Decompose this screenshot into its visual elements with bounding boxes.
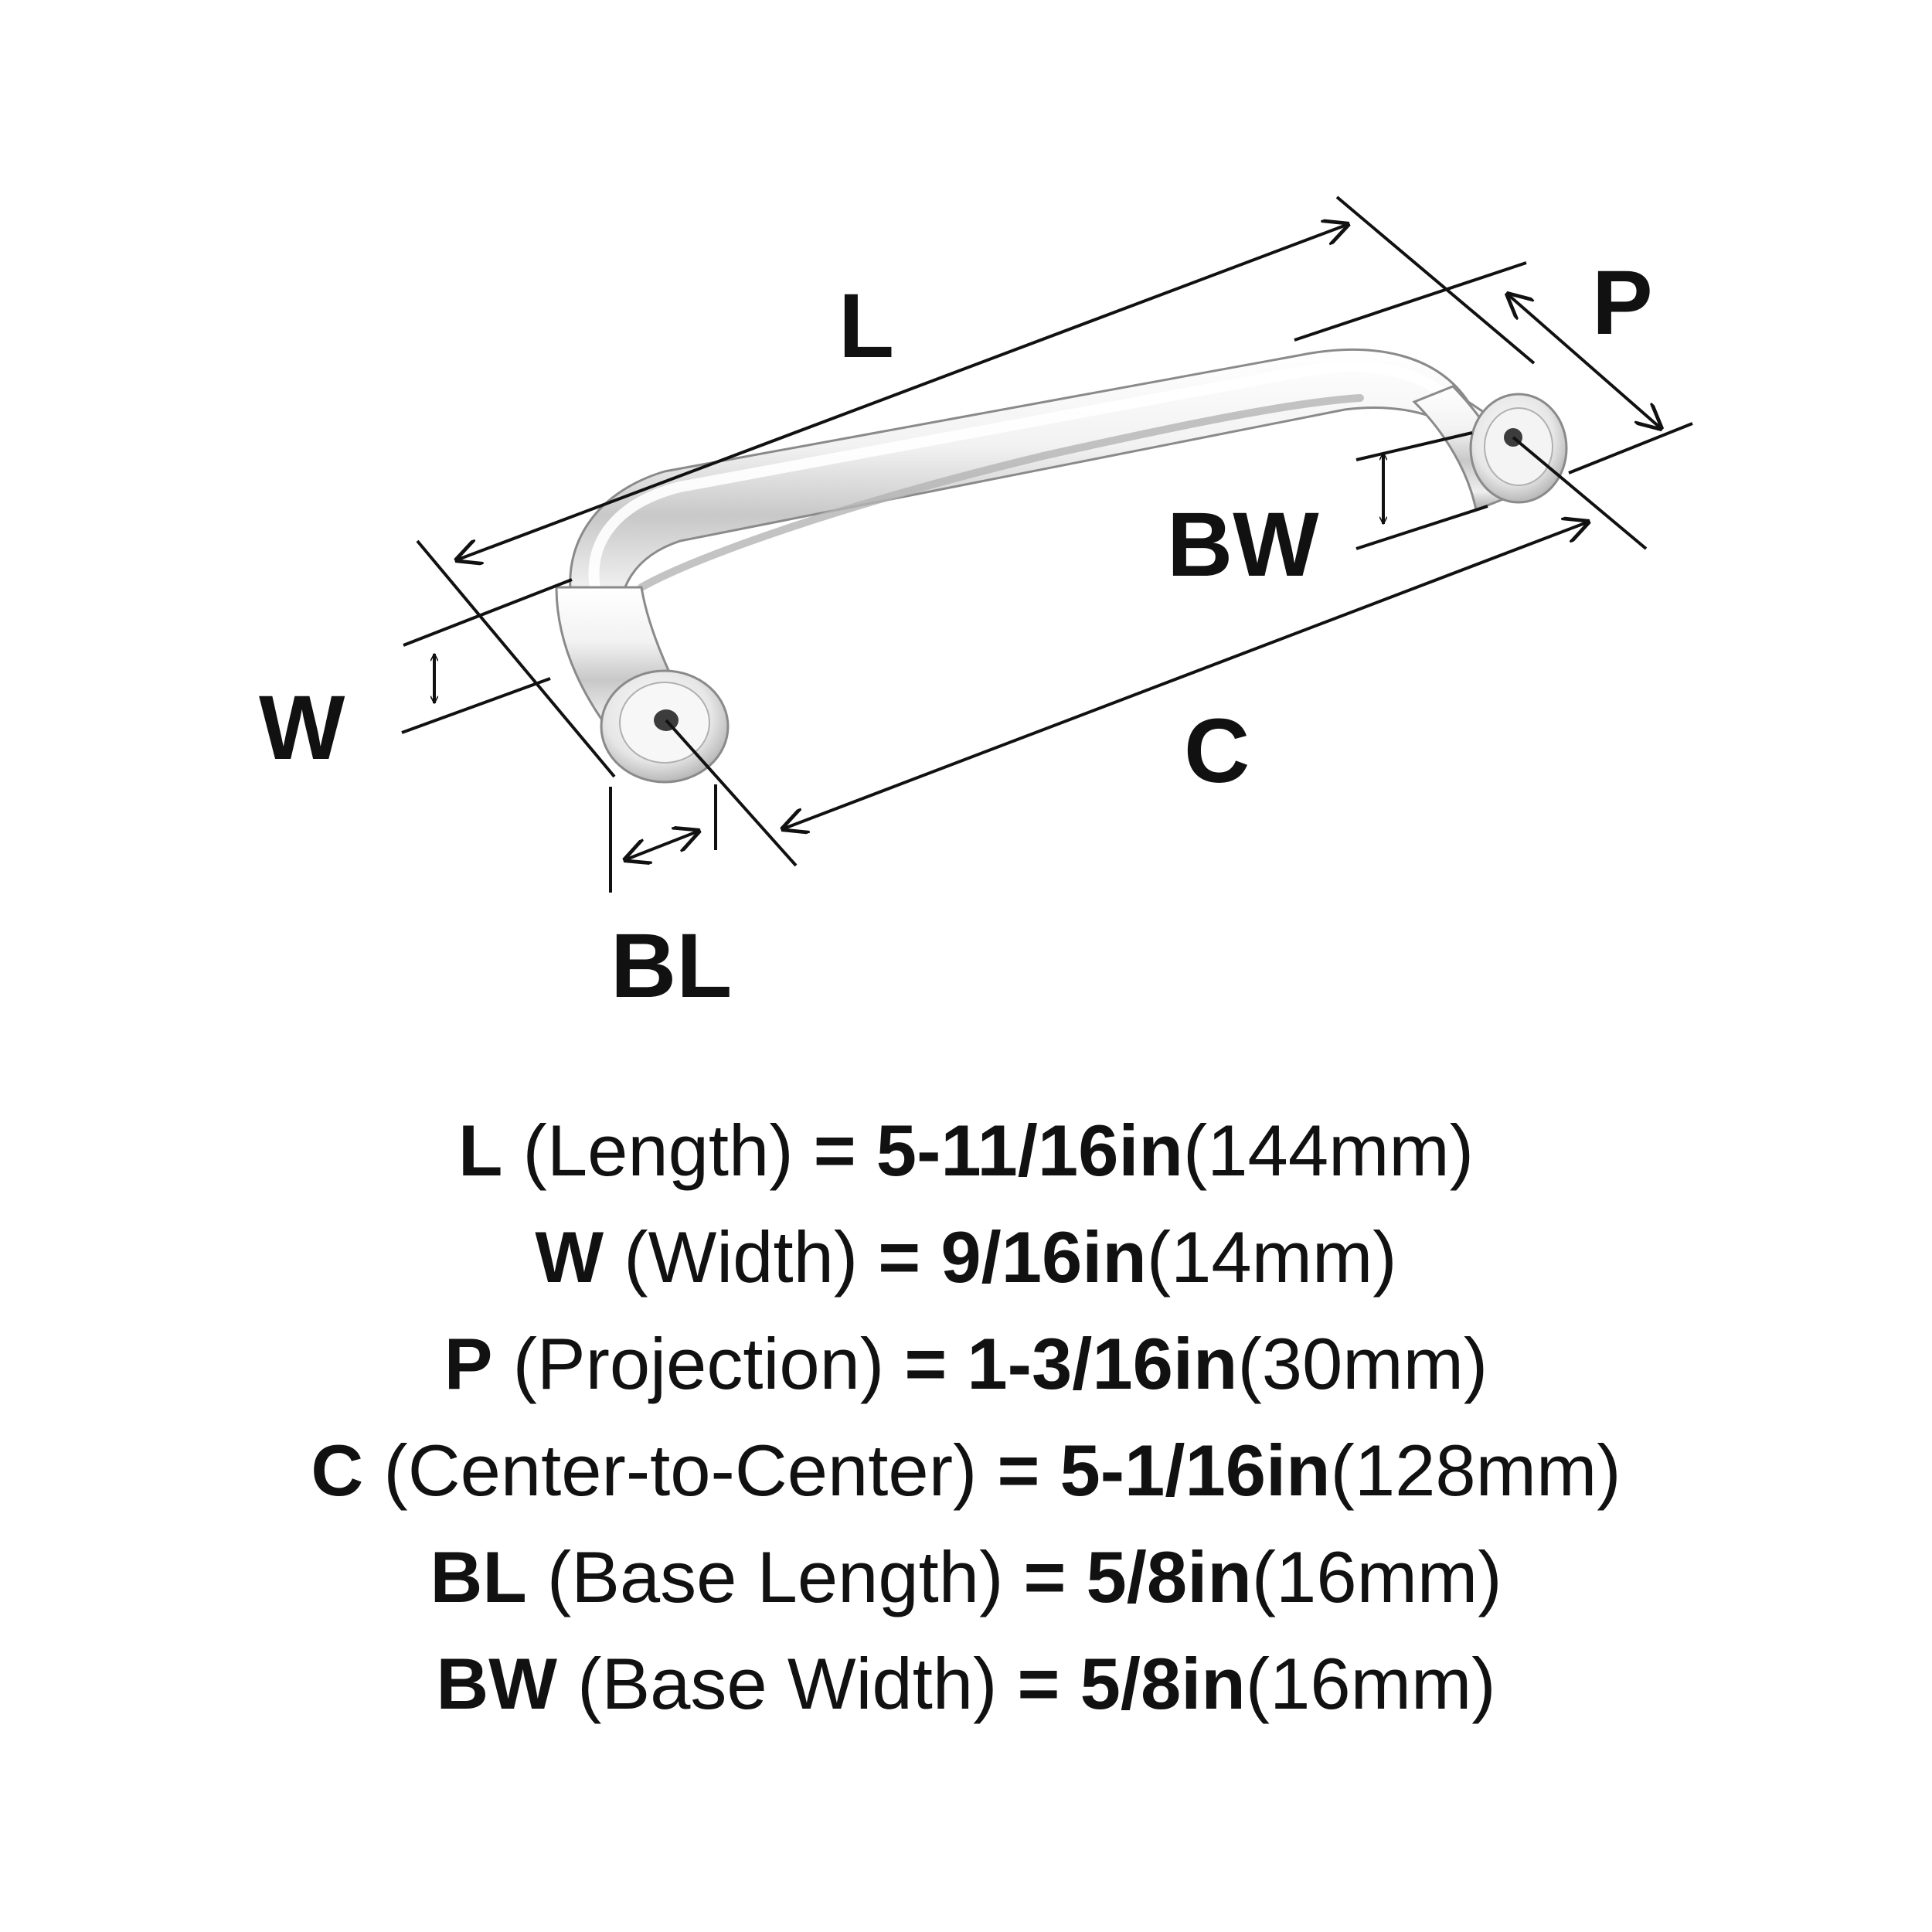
spec-millimeters: (30mm) bbox=[1237, 1323, 1488, 1404]
spec-code: P bbox=[444, 1323, 493, 1404]
center-arrow bbox=[782, 522, 1589, 829]
spec-name: (Projection) bbox=[512, 1323, 885, 1404]
spec-base-length: BL (Base Length) = 5/8in(16mm) bbox=[0, 1524, 1932, 1631]
label-base-length: BL bbox=[611, 915, 732, 1017]
length-extension-right bbox=[1335, 196, 1536, 365]
spec-inches: 5/8in bbox=[1086, 1536, 1252, 1617]
base-width-extension-bottom bbox=[1355, 505, 1488, 550]
spec-length: L (Length) = 5-11/16in(144mm) bbox=[0, 1097, 1932, 1204]
spec-millimeters: (144mm) bbox=[1182, 1110, 1475, 1191]
base-length-arrow bbox=[624, 831, 699, 860]
projection-extension-top bbox=[1294, 261, 1527, 342]
spec-name: (Base Length) bbox=[546, 1536, 1004, 1617]
spec-equals: = bbox=[878, 1216, 921, 1298]
dimension-lines bbox=[401, 196, 1693, 893]
label-width: W bbox=[259, 677, 345, 779]
right-base bbox=[1469, 393, 1568, 504]
spec-name: (Center-to-Center) bbox=[383, 1430, 978, 1511]
spec-equals: = bbox=[997, 1430, 1040, 1511]
dimension-diagram: L W P C BL BW bbox=[259, 196, 1693, 1017]
center-extension-right bbox=[1512, 436, 1648, 550]
width-extension-bottom bbox=[401, 677, 551, 734]
spec-millimeters: (16mm) bbox=[1251, 1536, 1502, 1617]
spec-equals: = bbox=[904, 1323, 947, 1404]
spec-inches: 5-1/16in bbox=[1060, 1430, 1331, 1511]
label-length: L bbox=[838, 275, 894, 377]
spec-name: (Length) bbox=[522, 1110, 794, 1191]
width-extension-top bbox=[403, 578, 573, 647]
spec-name: (Width) bbox=[624, 1216, 859, 1298]
specification-list: L (Length) = 5-11/16in(144mm) W (Width) … bbox=[0, 1097, 1932, 1737]
spec-code: L bbox=[457, 1110, 503, 1191]
spec-equals: = bbox=[1017, 1643, 1060, 1724]
spec-millimeters: (16mm) bbox=[1245, 1643, 1496, 1724]
spec-millimeters: (14mm) bbox=[1146, 1216, 1397, 1298]
spec-inches: 5/8in bbox=[1080, 1643, 1246, 1724]
handle-bar bbox=[569, 349, 1516, 628]
label-base-width: BW bbox=[1167, 494, 1319, 596]
spec-name: (Base Width) bbox=[577, 1643, 998, 1724]
spec-base-width: BW (Base Width) = 5/8in(16mm) bbox=[0, 1631, 1932, 1737]
spec-width: W (Width) = 9/16in(14mm) bbox=[0, 1204, 1932, 1311]
base-width-extension-top bbox=[1355, 431, 1473, 461]
spec-equals: = bbox=[1023, 1536, 1066, 1617]
label-center: C bbox=[1184, 700, 1250, 802]
length-extension-left bbox=[416, 539, 616, 778]
label-projection: P bbox=[1592, 252, 1653, 354]
spec-projection: P (Projection) = 1-3/16in(30mm) bbox=[0, 1311, 1932, 1417]
spec-code: C bbox=[311, 1430, 364, 1511]
projection-extension-bottom bbox=[1568, 422, 1693, 474]
center-extension-left bbox=[665, 719, 798, 867]
spec-code: BL bbox=[430, 1536, 527, 1617]
spec-inches: 9/16in bbox=[940, 1216, 1147, 1298]
spec-center-to-center: C (Center-to-Center) = 5-1/16in(128mm) bbox=[0, 1417, 1932, 1524]
spec-millimeters: (128mm) bbox=[1330, 1430, 1621, 1511]
handle-pull-icon bbox=[555, 349, 1568, 784]
spec-equals: = bbox=[813, 1110, 856, 1191]
left-base bbox=[600, 669, 730, 784]
length-arrow bbox=[456, 224, 1349, 560]
spec-inches: 5-11/16in bbox=[876, 1110, 1183, 1191]
projection-arrow bbox=[1507, 294, 1662, 429]
spec-inches: 1-3/16in bbox=[967, 1323, 1238, 1404]
spec-code: BW bbox=[436, 1643, 558, 1724]
spec-code: W bbox=[535, 1216, 604, 1298]
